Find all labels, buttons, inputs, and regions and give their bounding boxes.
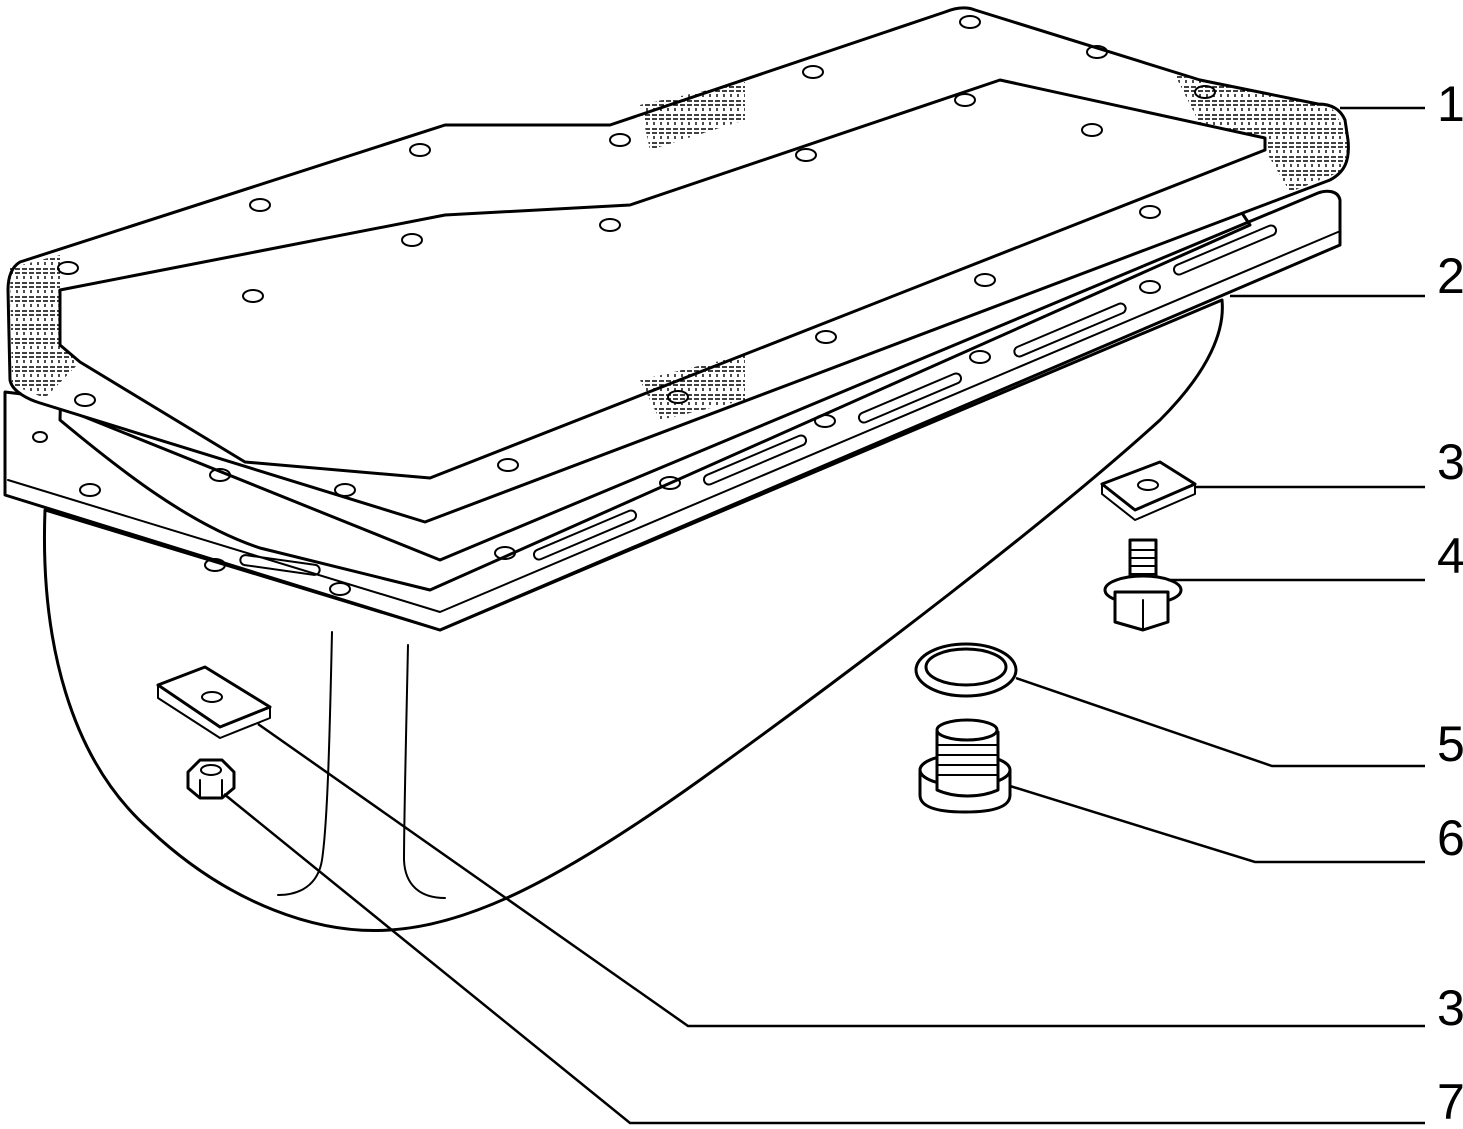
callout-3-lower: 3 (1437, 980, 1463, 1036)
oil-pan-bolt-holes (32, 224, 1278, 596)
leader-3b (257, 722, 1425, 1028)
sealing-washer-part-5 (914, 642, 1018, 698)
gasket-bolt-holes (57, 15, 1216, 497)
leader-7 (223, 793, 1425, 1125)
leader-6 (1009, 784, 1425, 864)
callout-1: 1 (1437, 76, 1463, 132)
leader-lines (223, 106, 1425, 1125)
flanged-bolt-part-4 (1103, 538, 1183, 632)
callout-4: 4 (1437, 528, 1463, 584)
callout-numbers: 1 2 3 4 5 6 3 7 (1437, 76, 1463, 1129)
oil-pan-bowl (43, 298, 1224, 933)
callout-5: 5 (1437, 716, 1463, 772)
callout-3-upper: 3 (1437, 434, 1463, 490)
callout-7: 7 (1437, 1074, 1463, 1129)
drain-plug-part-6 (918, 718, 1012, 814)
plate-part-3-right (1100, 460, 1197, 521)
nut-part-7 (186, 758, 236, 800)
oil-pan-gasket (6, 6, 1350, 524)
oil-pan-rib-right (403, 644, 446, 899)
callout-6: 6 (1437, 810, 1463, 866)
plate-part-3-left (156, 665, 272, 739)
oil-pan-rib-left (277, 631, 333, 896)
oil-pan-flange-lip (7, 231, 1339, 613)
leader-5 (1015, 676, 1425, 768)
callout-2: 2 (1437, 248, 1463, 304)
